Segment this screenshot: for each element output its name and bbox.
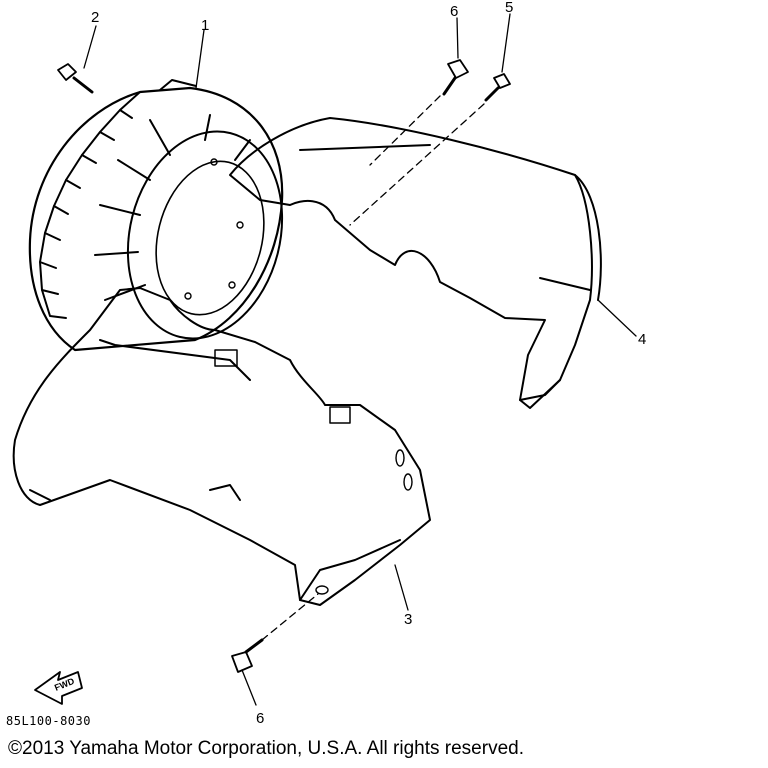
leader-lines (83, 13, 637, 706)
part-6-bolt-bottom (231, 638, 264, 673)
callout-6-bottom: 6 (256, 710, 265, 727)
forward-direction-arrow-icon: FWD (34, 671, 83, 705)
part-1-fan (28, 79, 284, 352)
part-3-lower-cover (12, 287, 431, 606)
assembly-lines (261, 95, 485, 641)
part-2-bolt (57, 63, 94, 94)
callout-6-top: 6 (450, 3, 459, 20)
callout-4: 4 (638, 331, 647, 348)
callout-1: 1 (201, 17, 210, 34)
fwd-label: FWD (53, 676, 76, 693)
callout-2: 2 (91, 9, 100, 26)
part-4-upper-cover (229, 117, 602, 409)
diagram-reference-code: 85L100-8030 (6, 714, 91, 728)
copyright-notice: ©2013 Yamaha Motor Corporation, U.S.A. A… (8, 738, 524, 759)
part-6-bolt-top (442, 59, 469, 96)
callout-3: 3 (404, 611, 413, 628)
callout-5: 5 (505, 0, 514, 16)
part-5-bolt (484, 73, 511, 102)
